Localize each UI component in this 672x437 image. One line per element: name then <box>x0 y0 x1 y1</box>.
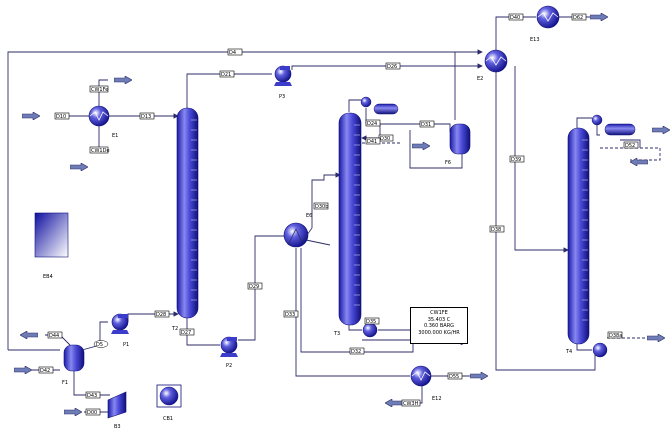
label-f1: F1 <box>62 380 68 386</box>
stream-tag-d31: D31 <box>421 122 431 128</box>
stream-tag-d52: D52 <box>625 143 635 149</box>
pump-p1 <box>111 313 129 334</box>
equipment-labels: E1 P3 E2 E13 T2 T3 T4 F6 P1 P2 E6 F1 E12… <box>43 37 572 430</box>
info-pressure: 0.360 BARG <box>423 323 455 329</box>
exchanger-e13 <box>536 5 560 29</box>
block-eb4 <box>34 212 69 258</box>
exchanger-e2 <box>484 49 508 73</box>
pump-p3 <box>274 65 292 86</box>
stream-tag-d13: D13 <box>141 114 151 120</box>
info-temperature: 35.403 C <box>427 316 451 323</box>
condenser-t4 <box>591 114 636 136</box>
label-e12: E12 <box>432 396 442 402</box>
exchanger-e1 <box>88 105 110 127</box>
label-f6: F6 <box>445 160 451 166</box>
stream-tag-d29: D29 <box>249 284 259 290</box>
pipes <box>7 16 661 413</box>
compressor-b3 <box>107 391 127 419</box>
stream-tag-d38: D38 <box>491 227 501 233</box>
stream-tag-d44: D44 <box>49 333 59 339</box>
reboiler-t3 <box>362 322 378 338</box>
stream-tag-d39: D39 <box>511 157 521 163</box>
stream-tag-cw3h: CW3H <box>403 401 419 407</box>
stream-tag-d43: D43 <box>87 393 97 399</box>
stream-tag-d10: D10 <box>56 114 66 120</box>
stream-tag-d5: D5 <box>96 342 103 348</box>
exchanger-e12 <box>410 365 432 387</box>
stream-tag-d4: D4 <box>229 50 236 56</box>
label-p3: P3 <box>279 94 285 100</box>
stream-tag-cw1de: CW1De <box>91 148 110 154</box>
column-t3 <box>338 112 362 326</box>
label-p2: P2 <box>226 363 232 369</box>
stream-tag-d30b: D30b <box>315 204 328 210</box>
stream-tag-d62: D62 <box>573 15 583 21</box>
info-stream-name: CW1FE <box>430 310 448 316</box>
stream-tags: D4 D10 D13 D21 D26 D40 D62 CW1Fe CW1De D… <box>38 13 639 416</box>
label-e13: E13 <box>530 37 540 43</box>
stream-tag-d41: D41 <box>367 139 377 145</box>
stream-tag-d30: D30 <box>380 136 390 142</box>
stream-info-box: CW1FE 35.403 C 0.360 BARG 3000.000 KG/HR <box>410 307 468 344</box>
reboiler-t4 <box>592 342 608 358</box>
stream-tag-d55: D55 <box>449 374 459 380</box>
stream-tag-d21: D21 <box>221 72 231 78</box>
flash-drum-f6 <box>449 123 471 155</box>
flash-drum-f1 <box>63 344 85 372</box>
stream-tag-d42: D42 <box>40 368 50 374</box>
stream-tag-d27: D27 <box>181 330 191 336</box>
label-e2: E2 <box>477 76 483 82</box>
pump-p2 <box>220 336 238 357</box>
label-p1: P1 <box>123 342 129 348</box>
stream-tag-d32: D32 <box>351 349 361 355</box>
label-e1: E1 <box>112 133 118 139</box>
column-t4 <box>567 127 590 345</box>
label-cb1: CB1 <box>163 416 173 422</box>
condenser-t3 <box>360 96 399 115</box>
label-b3: B3 <box>114 424 121 430</box>
label-t3: T3 <box>333 331 340 337</box>
stream-tag-d28: D28 <box>156 312 166 318</box>
stream-tag-d38a: D38a <box>609 333 622 339</box>
label-t4: T4 <box>565 349 572 355</box>
stream-tag-d00: D00 <box>87 410 97 416</box>
column-t2 <box>176 107 199 319</box>
info-flow: 3000.000 KG/HR <box>418 329 460 336</box>
label-t2: T2 <box>171 326 178 332</box>
stream-tag-d26: D26 <box>387 64 397 70</box>
label-eb4: EB4 <box>43 274 53 280</box>
exchanger-e6 <box>283 222 313 248</box>
label-e6: E6 <box>306 213 312 219</box>
stream-tag-d35: D35 <box>366 319 376 325</box>
stream-tag-d33: D33 <box>285 312 295 318</box>
stream-tag-cw1fe: CW1Fe <box>91 87 108 93</box>
stream-tag-d40: D40 <box>510 15 520 21</box>
tank-cb1 <box>156 384 182 408</box>
stream-tag-d24: D24 <box>367 121 377 127</box>
